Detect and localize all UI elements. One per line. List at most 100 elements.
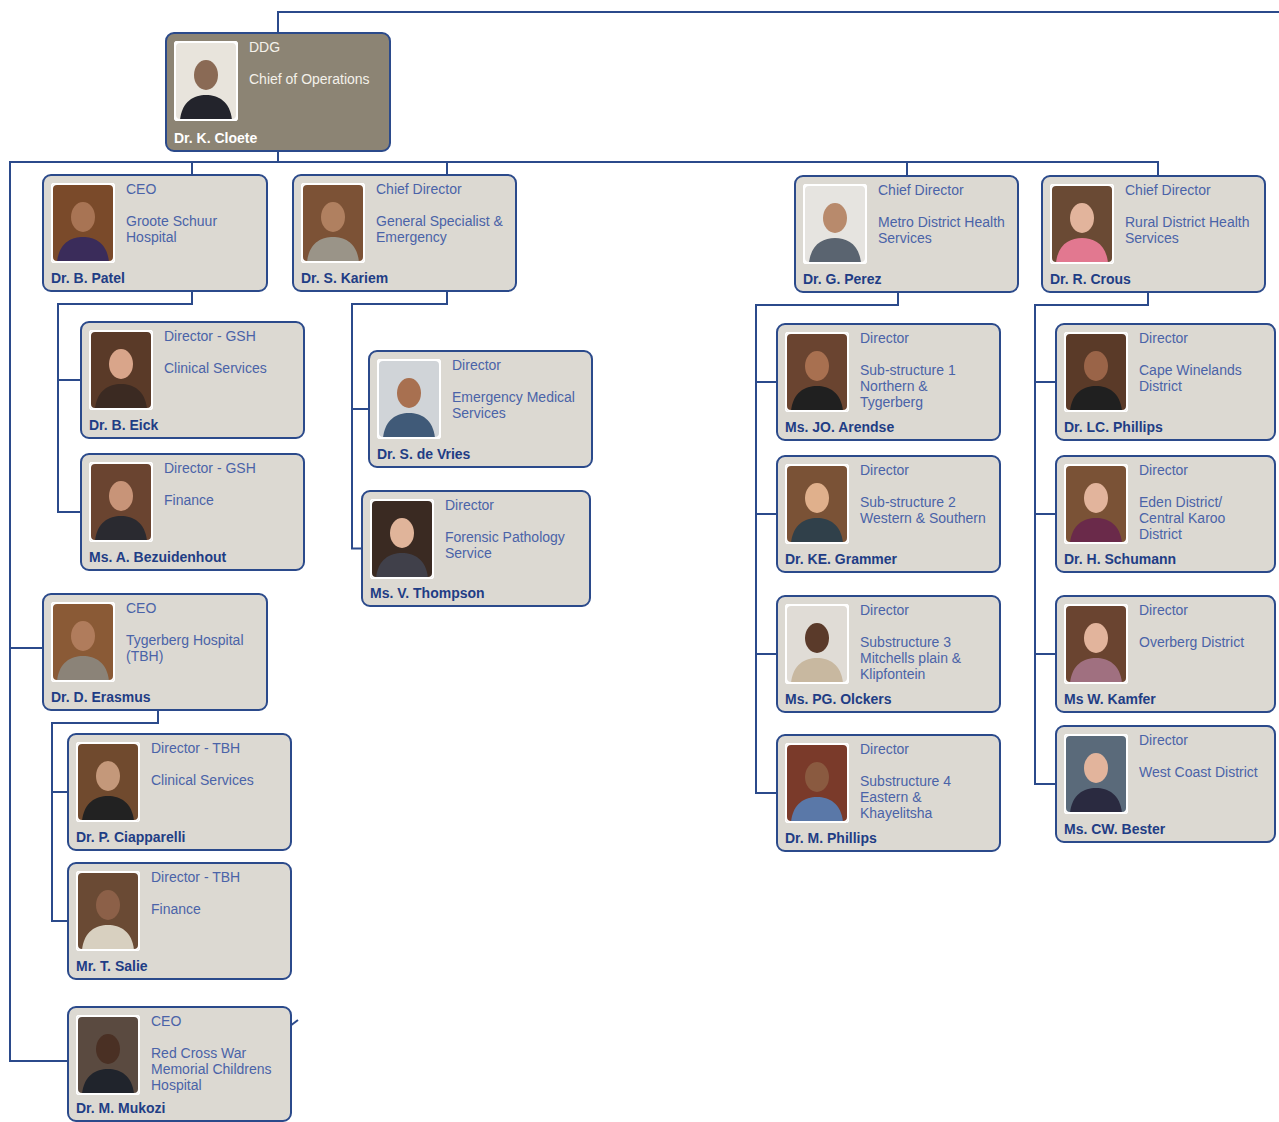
- person-name: Dr. KE. Grammer: [785, 551, 897, 567]
- job-title: CEO: [126, 181, 260, 197]
- portrait-photo: [89, 462, 153, 542]
- unit-name: Substructure 3 Mitchells plain & Klipfon…: [860, 634, 993, 682]
- unit-name: Groote Schuur Hospital: [126, 213, 260, 245]
- job-title: Director - GSH: [164, 328, 297, 344]
- job-title: Director - TBH: [151, 740, 284, 756]
- person-name: Dr. P. Ciapparelli: [76, 829, 185, 845]
- portrait-photo: [51, 183, 115, 263]
- person-name: Ms. A. Bezuidenhout: [89, 549, 226, 565]
- job-title: Chief Director: [878, 182, 1011, 198]
- staff-box: DirectorWest Coast DistrictMs. CW. Beste…: [1055, 725, 1276, 843]
- person-name: Ms. V. Thompson: [370, 585, 485, 601]
- staff-box: DirectorSub-structure 1 Northern & Tyger…: [776, 323, 1001, 441]
- reporting-line: [278, 152, 907, 175]
- unit-name: Tygerberg Hospital (TBH): [126, 632, 260, 664]
- job-title: Director: [1139, 330, 1268, 346]
- staff-box: Chief DirectorGeneral Specialist & Emerg…: [292, 174, 517, 292]
- portrait-photo: [785, 332, 849, 412]
- person-name: Mr. T. Salie: [76, 958, 148, 974]
- person-name: Dr. LC. Phillips: [1064, 419, 1163, 435]
- job-title: CEO: [151, 1013, 284, 1029]
- staff-box: Director - TBH Clinical ServicesDr. P. Ci…: [67, 733, 292, 851]
- portrait-photo: [377, 359, 441, 439]
- staff-box: DirectorSub-structure 2 Western & Southe…: [776, 455, 1001, 573]
- unit-name: Eden District/ Central Karoo District: [1139, 494, 1268, 542]
- person-name: Dr. S. de Vries: [377, 446, 470, 462]
- unit-name: Rural District Health Services: [1125, 214, 1258, 246]
- staff-box: CEO Tygerberg Hospital (TBH) Dr. D. Erasmu…: [42, 593, 268, 711]
- job-title: Director: [860, 741, 993, 757]
- staff-box: CEO Groote Schuur HospitalDr. B. Patel: [42, 174, 268, 292]
- person-name: Dr. R. Crous: [1050, 271, 1131, 287]
- staff-box: DirectorCape Winelands DistrictDr. LC. P…: [1055, 323, 1276, 441]
- staff-box: Director - GSH Clinical ServicesDr. B. Ei…: [80, 321, 305, 439]
- person-name: Dr. D. Erasmus: [51, 689, 151, 705]
- unit-name: Finance: [164, 492, 297, 508]
- unit-name: Chief of Operations: [249, 71, 383, 87]
- job-title: DDG: [249, 39, 383, 55]
- person-name: Dr. G. Perez: [803, 271, 882, 287]
- unit-name: Clinical Services: [151, 772, 284, 788]
- portrait-photo: [1064, 734, 1128, 814]
- unit-name: Metro District Health Services: [878, 214, 1011, 246]
- portrait-photo: [1064, 332, 1128, 412]
- unit-name: Finance: [151, 901, 284, 917]
- job-title: Director: [1139, 732, 1268, 748]
- unit-name: Clinical Services: [164, 360, 297, 376]
- staff-box: DirectorForensic Pathology ServiceMs. V.…: [361, 490, 591, 607]
- person-name: Dr. H. Schumann: [1064, 551, 1176, 567]
- portrait-photo: [1064, 604, 1128, 684]
- job-title: Chief Director: [376, 181, 509, 197]
- portrait-photo: [76, 1015, 140, 1095]
- staff-box: CEO Red Cross War Memorial Childrens Hosp…: [67, 1006, 292, 1122]
- person-name: Ms. JO. Arendse: [785, 419, 894, 435]
- person-name: Dr. B. Eick: [89, 417, 158, 433]
- unit-name: Red Cross War Memorial Childrens Hospita…: [151, 1045, 284, 1093]
- staff-box: Chief DirectorMetro District Health Serv…: [794, 175, 1019, 293]
- person-name: Dr. K. Cloete: [174, 130, 257, 146]
- job-title: Chief Director: [1125, 182, 1258, 198]
- job-title: CEO: [126, 600, 260, 616]
- portrait-photo: [1050, 184, 1114, 264]
- unit-name: Forensic Pathology Service: [445, 529, 583, 561]
- executive-box: DDG Chief of OperationsDr. K. Cloete: [165, 32, 391, 152]
- staff-box: DirectorOverberg District Ms W. Kamfer: [1055, 595, 1276, 713]
- portrait-photo: [301, 183, 365, 263]
- unit-name: General Specialist & Emergency: [376, 213, 509, 245]
- portrait-photo: [785, 464, 849, 544]
- unit-name: Sub-structure 2 Western & Southern: [860, 494, 993, 526]
- portrait-photo: [51, 602, 115, 682]
- portrait-photo: [785, 743, 849, 823]
- unit-name: Emergency Medical Services: [452, 389, 585, 421]
- person-name: Dr. B. Patel: [51, 270, 125, 286]
- staff-box: Director - GSHFinanceMs. A. Bezuidenhout: [80, 453, 305, 571]
- unit-name: Overberg District: [1139, 634, 1268, 650]
- portrait-photo: [89, 330, 153, 410]
- upward-line: [278, 12, 1279, 32]
- person-name: Ms W. Kamfer: [1064, 691, 1156, 707]
- person-name: Dr. M. Phillips: [785, 830, 877, 846]
- job-title: Director: [860, 330, 993, 346]
- staff-box: DirectorEden District/ Central Karoo Dis…: [1055, 455, 1276, 573]
- job-title: Director: [860, 462, 993, 478]
- job-title: Director - TBH: [151, 869, 284, 885]
- job-title: Director: [1139, 462, 1268, 478]
- portrait-photo: [1064, 464, 1128, 544]
- portrait-photo: [370, 499, 434, 579]
- job-title: Director: [452, 357, 585, 373]
- portrait-photo: [76, 871, 140, 951]
- portrait-photo: [76, 742, 140, 822]
- person-name: Ms. PG. Olckers: [785, 691, 892, 707]
- job-title: Director: [1139, 602, 1268, 618]
- person-name: Dr. M. Mukozi: [76, 1100, 165, 1116]
- staff-box: Director - TBH FinanceMr. T. Salie: [67, 862, 292, 980]
- staff-box: DirectorEmergency Medical ServicesDr. S.…: [368, 350, 593, 468]
- person-name: Ms. CW. Bester: [1064, 821, 1165, 837]
- portrait-photo: [803, 184, 867, 264]
- unit-name: Substructure 4 Eastern & Khayelitsha: [860, 773, 993, 821]
- unit-name: Cape Winelands District: [1139, 362, 1268, 394]
- person-name: Dr. S. Kariem: [301, 270, 388, 286]
- reporting-line: [278, 152, 1158, 175]
- staff-box: Chief DirectorRural District Health Serv…: [1041, 175, 1266, 293]
